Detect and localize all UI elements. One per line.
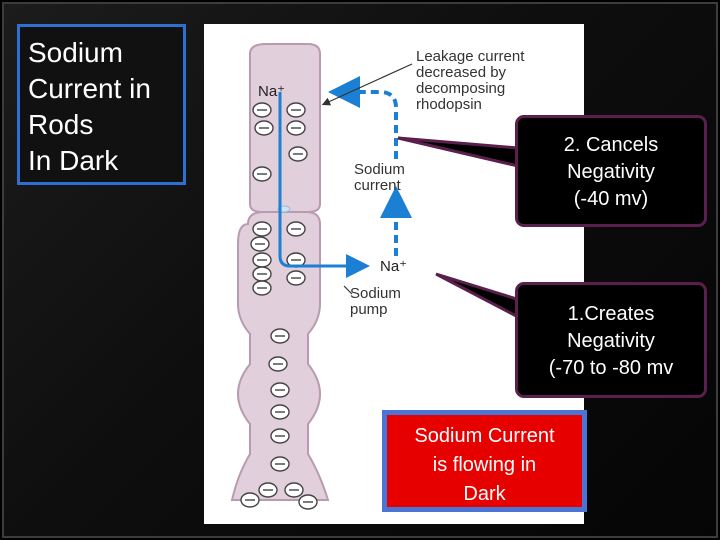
na-bottom-label: Na⁺ xyxy=(380,258,407,275)
sodium-current-inside xyxy=(278,92,370,278)
pump-leader xyxy=(343,285,353,295)
slide-title: Sodium Current in Rods In Dark xyxy=(28,37,151,176)
na-top-label: Na⁺ xyxy=(258,83,285,100)
callout-creates-negativity: 1.Creates Negativity (-70 to -80 mv xyxy=(515,282,707,398)
sodium-current-note: Sodium Current is flowing in Dark xyxy=(382,410,587,512)
callout-cancels-negativity: 2. Cancels Negativity (-40 mv) xyxy=(515,115,707,227)
negative-ions xyxy=(240,102,318,510)
title-box: Sodium Current in Rods In Dark xyxy=(17,24,186,185)
leakage-leader xyxy=(321,63,413,106)
sodium-current-outside-upper xyxy=(328,76,398,159)
